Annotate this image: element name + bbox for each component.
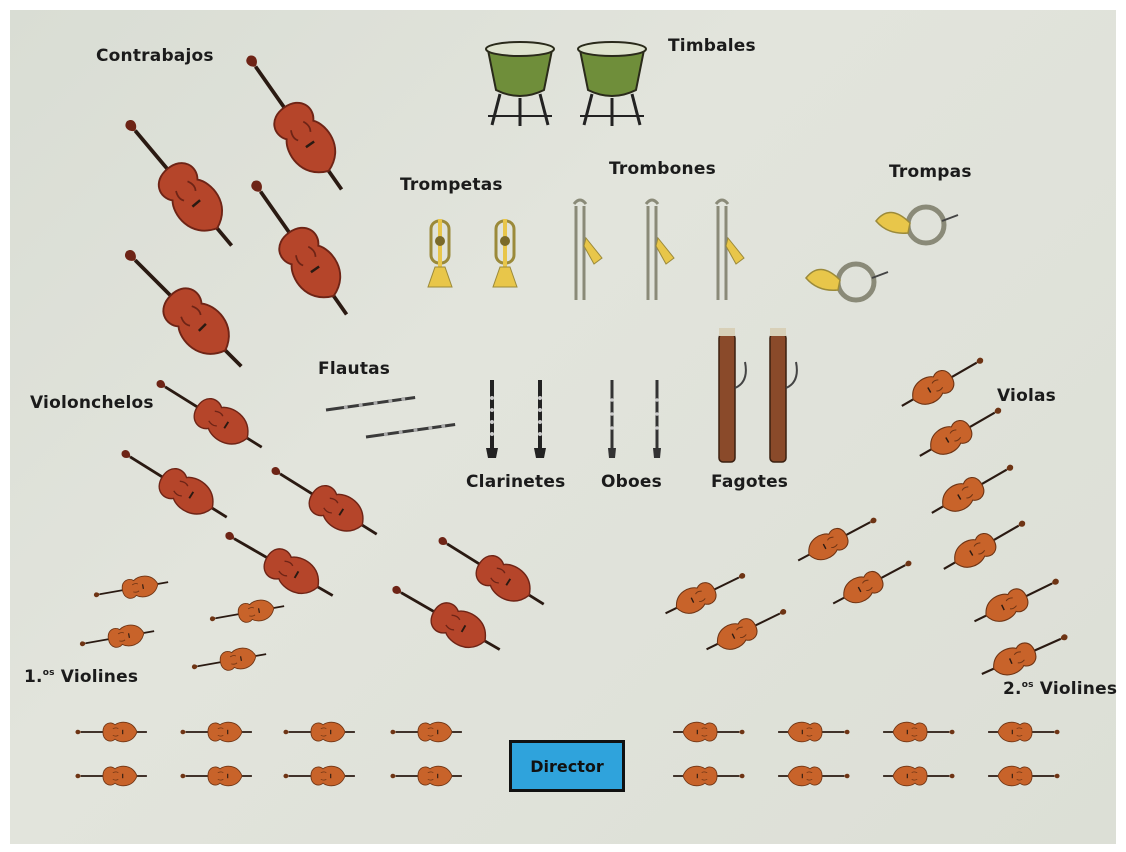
trombone-icon bbox=[574, 200, 602, 300]
french-horn-icon bbox=[876, 207, 958, 243]
viola-icon bbox=[925, 455, 1019, 524]
first-violins-word: Violines bbox=[61, 667, 138, 687]
trombone-icon bbox=[716, 200, 744, 300]
first-violins-superscript: os bbox=[43, 668, 55, 678]
oboe-icon bbox=[608, 380, 616, 458]
violin-icon bbox=[283, 722, 355, 742]
trumpet-icon bbox=[428, 219, 452, 287]
label-clarinetes: Clarinetes bbox=[466, 472, 565, 492]
timpani-icon bbox=[486, 42, 554, 126]
violin-icon bbox=[883, 766, 955, 786]
oboe-icon bbox=[653, 380, 661, 458]
violin-icon bbox=[283, 766, 355, 786]
label-contrabajos: Contrabajos bbox=[96, 46, 214, 66]
timpani-icon bbox=[578, 42, 646, 126]
second-violins-word: Violines bbox=[1040, 679, 1117, 699]
violin-icon bbox=[75, 766, 146, 786]
violin-icon bbox=[190, 644, 268, 677]
label-fagotes: Fagotes bbox=[711, 472, 788, 492]
double-bass-icon bbox=[111, 236, 257, 382]
violin-icon bbox=[673, 766, 745, 786]
violin-icon bbox=[180, 722, 252, 742]
label-first-violins: 1.os Violines bbox=[24, 667, 138, 687]
clarinet-icon bbox=[534, 380, 546, 458]
second-violins-number: 2. bbox=[1003, 679, 1022, 699]
double-bass-icon bbox=[110, 107, 249, 260]
label-violas: Violas bbox=[997, 386, 1056, 406]
cello-icon bbox=[384, 573, 508, 664]
label-second-violins: 2.os Violines bbox=[1003, 679, 1117, 699]
violin-icon bbox=[660, 564, 750, 624]
violin-icon bbox=[701, 600, 791, 660]
violin-icon bbox=[778, 722, 850, 742]
label-trompas: Trompas bbox=[889, 162, 972, 182]
cello-icon bbox=[217, 519, 341, 610]
flute-icon bbox=[326, 395, 416, 411]
cello-icon bbox=[263, 454, 386, 548]
violin-icon bbox=[180, 766, 252, 786]
flute-icon bbox=[366, 422, 456, 438]
violin-icon bbox=[390, 766, 462, 786]
viola-icon bbox=[913, 398, 1007, 467]
cello-icon bbox=[113, 437, 236, 531]
cello-icon bbox=[148, 367, 271, 461]
double-bass-icon bbox=[230, 44, 360, 203]
violin-icon bbox=[988, 766, 1060, 786]
violin-icon bbox=[988, 722, 1060, 742]
violin-icon bbox=[92, 572, 170, 605]
violin-icon bbox=[208, 596, 286, 629]
violin-icon bbox=[78, 621, 156, 654]
violin-icon bbox=[75, 722, 146, 742]
violin-icon bbox=[883, 722, 955, 742]
viola-icon bbox=[977, 624, 1073, 685]
label-trombones: Trombones bbox=[609, 159, 716, 179]
double-bass-icon bbox=[235, 169, 365, 328]
label-flautas: Flautas bbox=[318, 359, 390, 379]
clarinet-icon bbox=[486, 380, 498, 458]
violin-icon bbox=[778, 766, 850, 786]
label-trompetas: Trompetas bbox=[400, 175, 503, 195]
viola-icon bbox=[895, 348, 989, 417]
violin-icon bbox=[673, 722, 745, 742]
director-box: Director bbox=[509, 740, 625, 792]
violin-icon bbox=[792, 508, 881, 571]
viola-icon bbox=[937, 511, 1031, 580]
bassoon-icon bbox=[719, 328, 746, 462]
first-violins-number: 1. bbox=[24, 667, 43, 687]
violin-icon bbox=[390, 722, 462, 742]
label-timbales: Timbales bbox=[668, 36, 756, 56]
trumpet-icon bbox=[493, 219, 517, 287]
label-oboes: Oboes bbox=[601, 472, 662, 492]
violin-icon bbox=[827, 551, 916, 614]
label-violonchelos: Violonchelos bbox=[30, 393, 154, 413]
bassoon-icon bbox=[770, 328, 797, 462]
french-horn-icon bbox=[806, 264, 888, 300]
viola-icon bbox=[969, 569, 1064, 633]
second-violins-superscript: os bbox=[1022, 680, 1034, 690]
trombone-icon bbox=[646, 200, 674, 300]
